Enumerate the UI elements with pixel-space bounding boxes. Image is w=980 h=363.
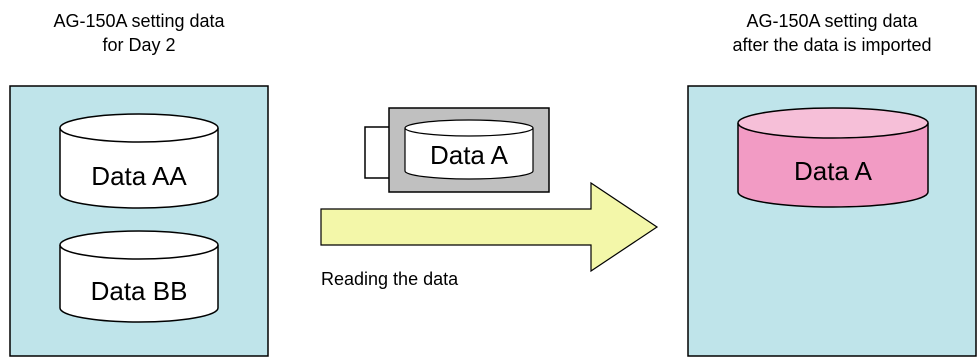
reading-arrow [320, 181, 659, 273]
reading-arrow-label: Reading the data [321, 269, 459, 289]
left-caption-line1: AG-150A setting data [53, 11, 225, 31]
right-caption-line2: after the data is imported [732, 35, 932, 55]
imported-database-label: Data A [794, 156, 873, 186]
memory-card-label: Data A [430, 140, 509, 170]
database-data-aa: Data AA [59, 113, 219, 209]
left-panel-caption: AG-150A setting data for Day 2 [10, 9, 268, 57]
memory-card: Data A [364, 107, 550, 193]
database-label-aa: Data AA [91, 161, 187, 191]
imported-database-data-a: Data A [737, 107, 929, 208]
right-panel-caption: AG-150A setting data after the data is i… [688, 9, 976, 57]
left-caption-line2: for Day 2 [102, 35, 176, 55]
right-caption-line1: AG-150A setting data [746, 11, 918, 31]
database-data-bb: Data BB [59, 230, 219, 323]
database-label-bb: Data BB [91, 276, 188, 306]
